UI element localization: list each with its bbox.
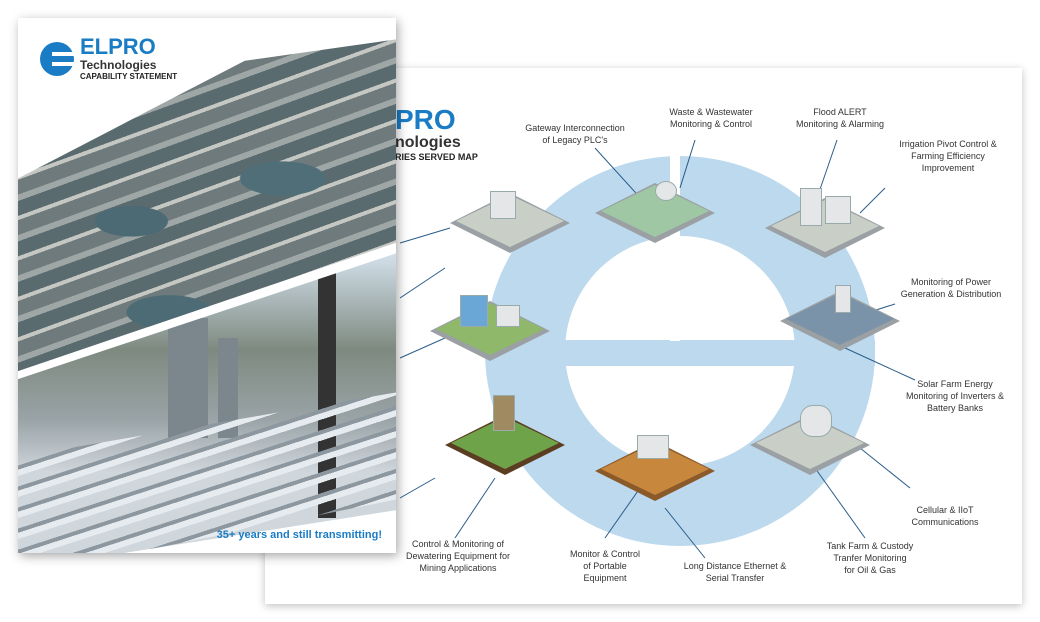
label-irrigation: Irrigation Pivot Control &Farming Effici… bbox=[899, 139, 997, 173]
cover-logo: ELPRO Technologies CAPABILITY STATEMENT bbox=[40, 36, 177, 81]
label-ethernet: Long Distance Ethernet &Serial Transfer bbox=[683, 561, 787, 583]
capability-statement-cover: ELPRO Technologies CAPABILITY STATEMENT … bbox=[18, 18, 396, 553]
illustration-power-solar bbox=[780, 281, 900, 351]
illustration-flood bbox=[765, 188, 885, 258]
illustration-tank-farm bbox=[750, 405, 870, 475]
illustration-portable bbox=[595, 431, 715, 501]
illustration-industrial bbox=[430, 291, 550, 361]
tagline: 35+ years and still transmitting! bbox=[216, 529, 382, 541]
back-logo: PRO nologies RIES SERVED MAP bbox=[395, 104, 478, 163]
illustration-wastewater bbox=[595, 173, 715, 243]
illustration-mining bbox=[445, 395, 565, 475]
industries-map-page: PRO nologies RIES SERVED MAP Gateway Int… bbox=[265, 68, 1022, 604]
elpro-logo-icon bbox=[40, 41, 74, 76]
logo-split bbox=[670, 156, 680, 341]
logo-bar bbox=[565, 340, 875, 366]
illustration-gateway bbox=[450, 183, 570, 253]
